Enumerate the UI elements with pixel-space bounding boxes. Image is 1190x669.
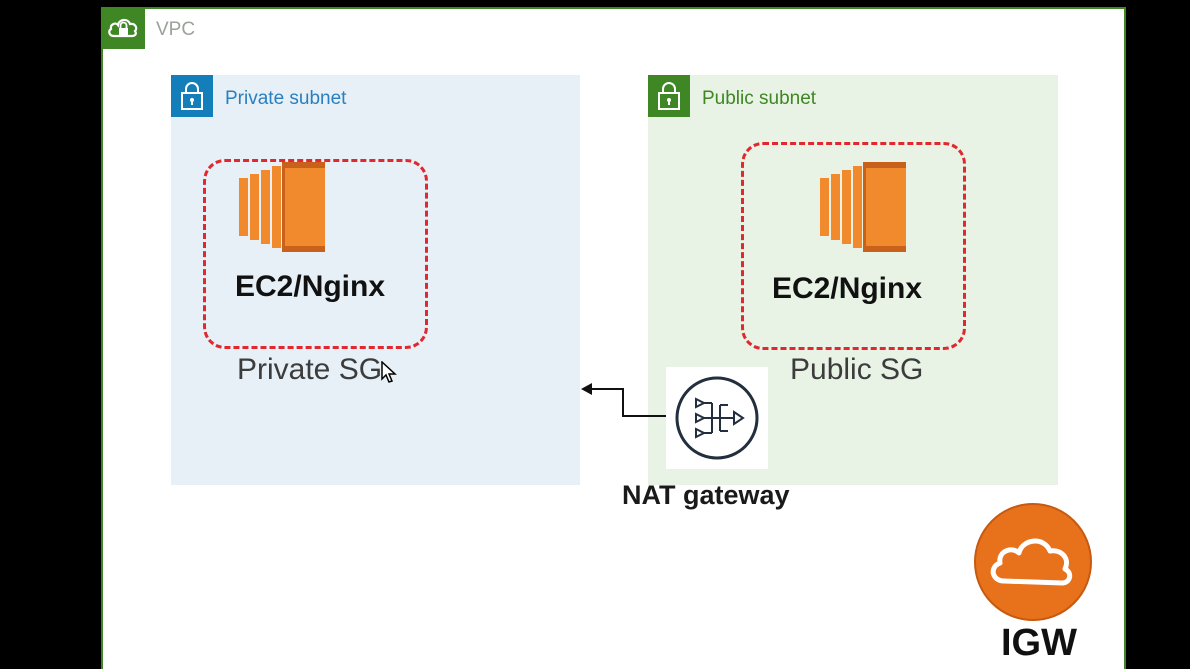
private-subnet-label: Private subnet: [225, 88, 347, 109]
vpc-cloud-lock-icon: [101, 7, 145, 49]
public-sg-boundary: [741, 142, 966, 350]
nat-gateway-icon: [675, 376, 759, 460]
mouse-cursor-icon: [381, 361, 397, 383]
lock-icon: [648, 75, 690, 117]
igw-label: IGW: [1001, 622, 1077, 664]
public-subnet-label: Public subnet: [702, 88, 817, 109]
internet-gateway-cloud-icon: [974, 503, 1092, 621]
nat-gateway-tile: [666, 367, 768, 469]
private-subnet: Private subnet: [171, 75, 580, 485]
private-sg-label: Private SG: [237, 353, 383, 386]
private-sg-boundary: [203, 159, 428, 349]
private-ec2-label: EC2/Nginx: [235, 270, 386, 303]
nat-to-private-arrow: [581, 383, 666, 417]
lock-icon: [171, 75, 213, 117]
public-ec2-label: EC2/Nginx: [772, 272, 923, 305]
public-sg-label: Public SG: [790, 353, 924, 386]
vpc-label: VPC: [156, 19, 196, 40]
ec2-instance-icon: [239, 162, 325, 252]
ec2-instance-icon: [820, 162, 906, 252]
nat-gateway-label: NAT gateway: [622, 480, 790, 510]
